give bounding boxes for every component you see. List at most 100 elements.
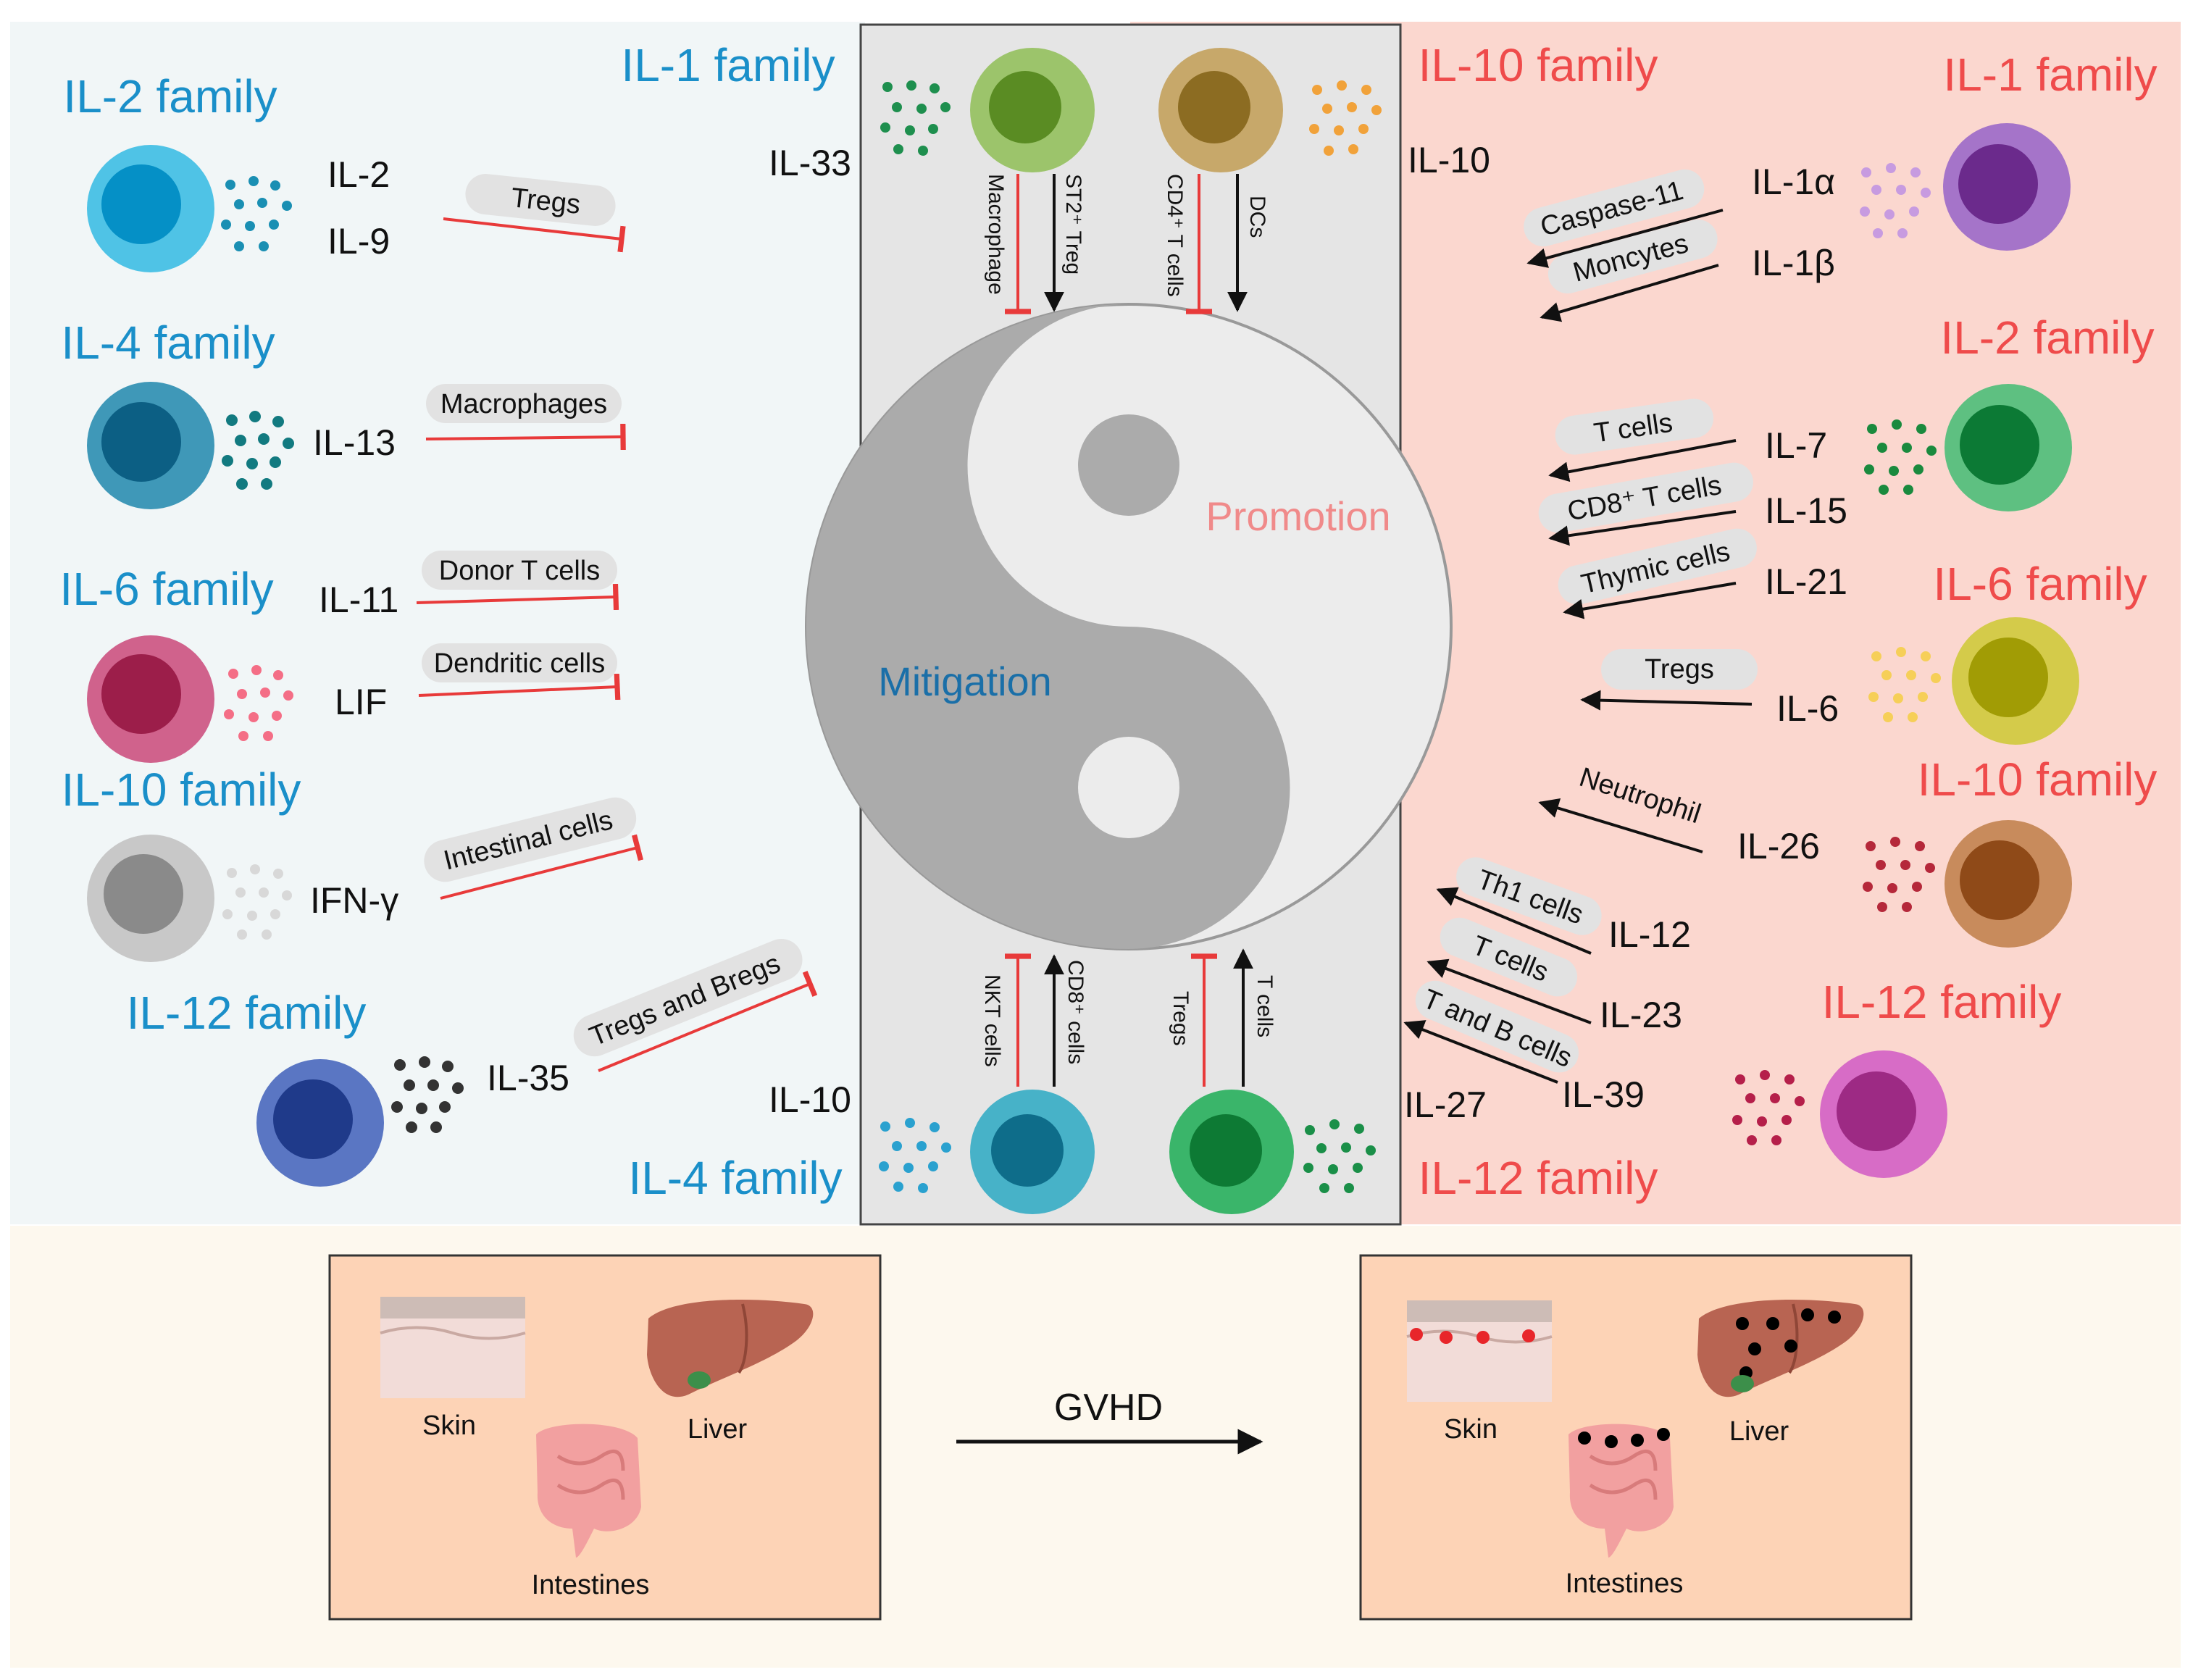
left-il13-label: IL-13: [313, 422, 396, 463]
left-il10-cell: [87, 835, 214, 962]
left-il6-dots: [224, 665, 293, 741]
left-il2-family-title: IL-2 family: [63, 70, 277, 122]
left-intestinal-cells-pill: [424, 797, 637, 882]
right-caspase-pill: [1524, 169, 1705, 247]
right-tregs-label: Tregs: [1645, 654, 1714, 685]
right-il1a-label: IL-1α: [1752, 162, 1835, 202]
right-thymic-cells-pill: [1558, 528, 1757, 605]
right-t-and-b-cells-pill: [1415, 980, 1579, 1073]
center-bottom-right-dots: [1303, 1119, 1376, 1193]
left-il9-label: IL-9: [327, 221, 390, 262]
right-il6-family-title: IL-6 family: [1933, 558, 2147, 610]
left-il2-dots: [221, 176, 292, 251]
organ-liver-label-before: Liver: [688, 1414, 748, 1445]
right-il6-arrow: [1580, 690, 1753, 711]
right-il1-dots: [1860, 163, 1931, 238]
organ-skin-label-before: Skin: [422, 1411, 476, 1441]
organ-intestines-label-after: Intestines: [1566, 1568, 1684, 1599]
right-moncytes-pill: [1547, 219, 1718, 294]
right-il1-cell: [1943, 123, 2071, 251]
skin-illustration-after: [1406, 1300, 1553, 1402]
left-dendritic-cells-label: Dendritic cells: [434, 648, 606, 679]
left-il6-cell: [87, 635, 214, 763]
right-il23-label: IL-23: [1600, 995, 1682, 1035]
center-top-right-cell: [1158, 48, 1283, 172]
organ-liver-label-after: Liver: [1729, 1416, 1789, 1447]
right-cd8-t-cells-pill: [1538, 462, 1753, 533]
center-bottom-left-cell: [970, 1090, 1095, 1214]
left-ifn-gamma-label: IFN-γ: [310, 880, 398, 921]
left-il12-cell: [256, 1059, 384, 1187]
center-bottom-left-family: IL-4 family: [628, 1152, 842, 1204]
right-il10-dots: [1863, 837, 1935, 912]
left-il35-label: IL-35: [487, 1058, 569, 1098]
right-il7-label: IL-7: [1765, 425, 1827, 466]
skin-illustration-before: [380, 1297, 526, 1398]
left-il10-family-title: IL-10 family: [62, 764, 301, 816]
right-il6-label: IL-6: [1776, 688, 1839, 729]
left-il12-inhibit-line: [598, 970, 818, 1072]
left-tregs-bregs-pill: [573, 939, 803, 1057]
left-il10-inhibit-line: [440, 834, 643, 900]
right-t-cells-pill-2: [1440, 917, 1578, 997]
right-il1b-label: IL-1β: [1752, 243, 1835, 283]
yin-yang-symbol: [805, 303, 1453, 950]
left-il4-family-title: IL-4 family: [61, 317, 275, 369]
center-il10-top-label: IL-10: [1408, 140, 1490, 180]
intestines-illustration-before: [536, 1424, 641, 1558]
left-tregs-label: Tregs: [509, 183, 582, 220]
right-il1-family-title: IL-1 family: [1943, 49, 2157, 101]
right-il2-dots: [1864, 419, 1937, 495]
left-il11-inhibit-line: [416, 583, 619, 611]
center-bottom-right-cell: [1169, 1090, 1294, 1214]
right-il21-label: IL-21: [1765, 561, 1847, 602]
right-il12-dots: [1732, 1070, 1805, 1145]
label-cd4-t-cells: CD4⁺ T cells: [1163, 174, 1187, 297]
right-il26-arrow: [1538, 798, 1703, 853]
right-il12-family-title: IL-12 family: [1822, 976, 2062, 1028]
right-il12-arrow: [1436, 887, 1592, 955]
right-il26-label: IL-26: [1737, 826, 1820, 866]
right-il10-family-title: IL-10 family: [1918, 753, 2158, 806]
center-bottom-left-dots: [879, 1118, 951, 1193]
label-t-cells-center: T cells: [1253, 975, 1277, 1037]
left-il10-dots: [222, 864, 292, 940]
left-il4-dots: [222, 411, 294, 490]
left-dendritic-cells-pill: [422, 643, 617, 682]
right-il10-cell: [1945, 820, 2072, 948]
organ-intestines-label-before: Intestines: [532, 1570, 650, 1600]
left-macrophages-label: Macrophages: [440, 389, 607, 419]
center-top-left-family: IL-1 family: [621, 39, 835, 91]
right-tregs-pill: [1601, 649, 1758, 690]
right-il15-label: IL-15: [1765, 490, 1847, 531]
mitigation-label: Mitigation: [878, 659, 1052, 704]
intestines-illustration-after: [1568, 1424, 1674, 1558]
liver-illustration-after: [1697, 1300, 1864, 1397]
center-bottom-right-family: IL-12 family: [1419, 1152, 1658, 1204]
right-il6-cell: [1952, 617, 2079, 745]
center-il33-label: IL-33: [769, 143, 851, 183]
right-il1b-arrow: [1540, 264, 1719, 322]
center-top-left-dots: [880, 80, 951, 156]
center-top-right-dots: [1309, 80, 1382, 156]
liver-illustration-before: [647, 1300, 814, 1397]
center-top-left-cell: [970, 48, 1095, 172]
label-macrophage: Macrophage: [984, 174, 1008, 295]
right-il1a-arrow: [1526, 209, 1724, 268]
label-dcs: DCs: [1245, 196, 1269, 238]
left-macrophages-pill: [426, 384, 622, 423]
left-il2-label: IL-2: [327, 154, 390, 195]
label-nkt-cells: NKT cells: [980, 974, 1004, 1067]
left-tregs-pill: [465, 174, 616, 226]
right-il12-label: IL-12: [1608, 914, 1691, 955]
organ-skin-label-after: Skin: [1444, 1414, 1497, 1445]
left-lif-inhibit-line: [418, 673, 621, 701]
center-il27-label: IL-27: [1404, 1085, 1487, 1125]
gvhd-label: GVHD: [1054, 1387, 1163, 1429]
right-il39-arrow: [1403, 1020, 1558, 1084]
right-il2-cell: [1945, 384, 2072, 511]
right-th1-cells-pill: [1456, 857, 1602, 935]
right-il6-dots: [1868, 647, 1941, 722]
right-il21-arrow: [1563, 582, 1737, 619]
